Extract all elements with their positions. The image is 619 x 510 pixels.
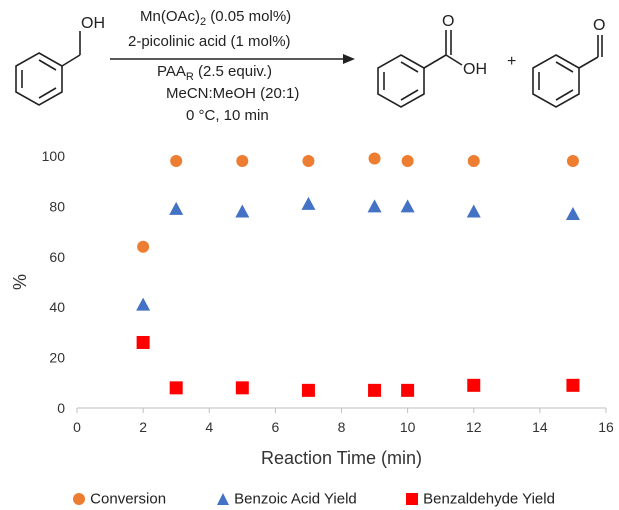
- x-tick-label: 14: [532, 419, 548, 435]
- benzoic-acid-yield-point: [400, 199, 415, 213]
- conversion-point: [566, 155, 579, 168]
- legend-label-benzaldehyde: Benzaldehyde Yield: [423, 490, 555, 508]
- benzoic-acid-yield-point: [301, 196, 316, 210]
- benzaldehyde-yield-point: [467, 378, 481, 392]
- condition-catalyst-sub: 2: [200, 16, 207, 28]
- x-tick-label: 12: [466, 419, 482, 435]
- legend-label-conversion: Conversion: [90, 490, 167, 508]
- reaction-scheme: OH O OH + O: [15, 13, 605, 108]
- benzaldehyde-yield-point: [368, 383, 382, 397]
- x-tick-label: 6: [271, 419, 279, 435]
- x-tick-label: 2: [139, 419, 147, 435]
- benzoic-acid-yield-point: [235, 204, 250, 218]
- conversion-point: [368, 152, 381, 165]
- chart-marks: [136, 152, 580, 397]
- acid-oh-label: OH: [463, 61, 487, 78]
- legend-label-benzoic-acid: Benzoic Acid Yield: [234, 490, 357, 508]
- benzaldehyde-yield-point: [169, 381, 183, 395]
- benzyl-alcohol-structure: [15, 31, 81, 106]
- x-tick-label: 4: [205, 419, 213, 435]
- y-axis-title: %: [10, 274, 30, 290]
- condition-temperature-time-text: 0 °C, 10 min: [186, 107, 269, 124]
- condition-oxidant-main: PAA: [157, 63, 186, 80]
- conversion-point: [302, 155, 315, 168]
- y-tick-label: 40: [49, 299, 65, 315]
- benzaldehyde-yield-point: [401, 383, 415, 397]
- conversion-point: [137, 240, 150, 253]
- benzoic-acid-yield-point: [169, 201, 184, 215]
- x-tick-label: 0: [73, 419, 81, 435]
- legend-triangle-marker: [217, 493, 229, 506]
- conversion-point: [236, 155, 249, 168]
- legend-item-benzoic-acid: Benzoic Acid Yield: [216, 490, 357, 508]
- benzoic-acid-yield-point: [367, 199, 382, 213]
- condition-ligand-text: 2-picolinic acid (1 mol%): [128, 33, 291, 50]
- benzaldehyde-yield-point: [566, 378, 580, 392]
- condition-catalyst-main: Mn(OAc): [140, 8, 200, 25]
- benzaldehyde-yield-point: [301, 383, 315, 397]
- reaction-arrow: [110, 54, 355, 64]
- benzoic-acid-yield-point: [565, 206, 580, 220]
- y-tick-label: 100: [42, 148, 66, 164]
- benzoic-acid-structure: [377, 30, 463, 108]
- chart-legend: Conversion Benzoic Acid Yield Benzaldehy…: [0, 490, 619, 510]
- benzaldehyde-yield-point: [136, 335, 150, 349]
- legend-item-benzaldehyde: Benzaldehyde Yield: [405, 490, 555, 508]
- legend-circle-marker: [73, 493, 85, 506]
- benzaldehyde-structure: [532, 35, 603, 108]
- condition-catalyst-rest: (0.05 mol%): [206, 8, 292, 25]
- x-tick-label: 8: [338, 419, 346, 435]
- conversion-point: [170, 155, 183, 168]
- x-axis-title: Reaction Time (min): [261, 448, 422, 468]
- condition-oxidant: PAAR (2.5 equiv.): [157, 62, 272, 87]
- condition-oxidant-sub: R: [185, 71, 194, 83]
- condition-oxidant-rest: (2.5 equiv.): [193, 63, 272, 80]
- y-tick-label: 80: [49, 198, 65, 214]
- benzaldehyde-yield-point: [235, 381, 249, 395]
- x-tick-label: 16: [598, 419, 614, 435]
- legend-square-marker: [406, 493, 418, 506]
- conversion-point: [467, 155, 480, 168]
- condition-ligand: 2-picolinic acid (1 mol%): [128, 32, 291, 51]
- y-tick-label: 0: [57, 400, 65, 416]
- condition-solvent: MeCN:MeOH (20:1): [166, 84, 299, 103]
- x-tick-label: 10: [400, 419, 416, 435]
- condition-solvent-text: MeCN:MeOH (20:1): [166, 85, 300, 102]
- benzoic-acid-yield-point: [466, 204, 481, 218]
- reactant-oh-label: OH: [81, 15, 105, 32]
- y-tick-label: 60: [49, 249, 65, 265]
- condition-temperature-time: 0 °C, 10 min: [186, 106, 269, 125]
- acid-carbonyl-o-label: O: [442, 13, 454, 30]
- y-tick-label: 20: [49, 350, 65, 366]
- benzoic-acid-yield-point: [136, 297, 151, 311]
- condition-catalyst: Mn(OAc)2 (0.05 mol%): [140, 7, 291, 32]
- conversion-point: [401, 155, 414, 168]
- legend-item-conversion: Conversion: [72, 490, 166, 508]
- aldehyde-o-label: O: [593, 17, 605, 34]
- plus-sign: +: [507, 53, 516, 70]
